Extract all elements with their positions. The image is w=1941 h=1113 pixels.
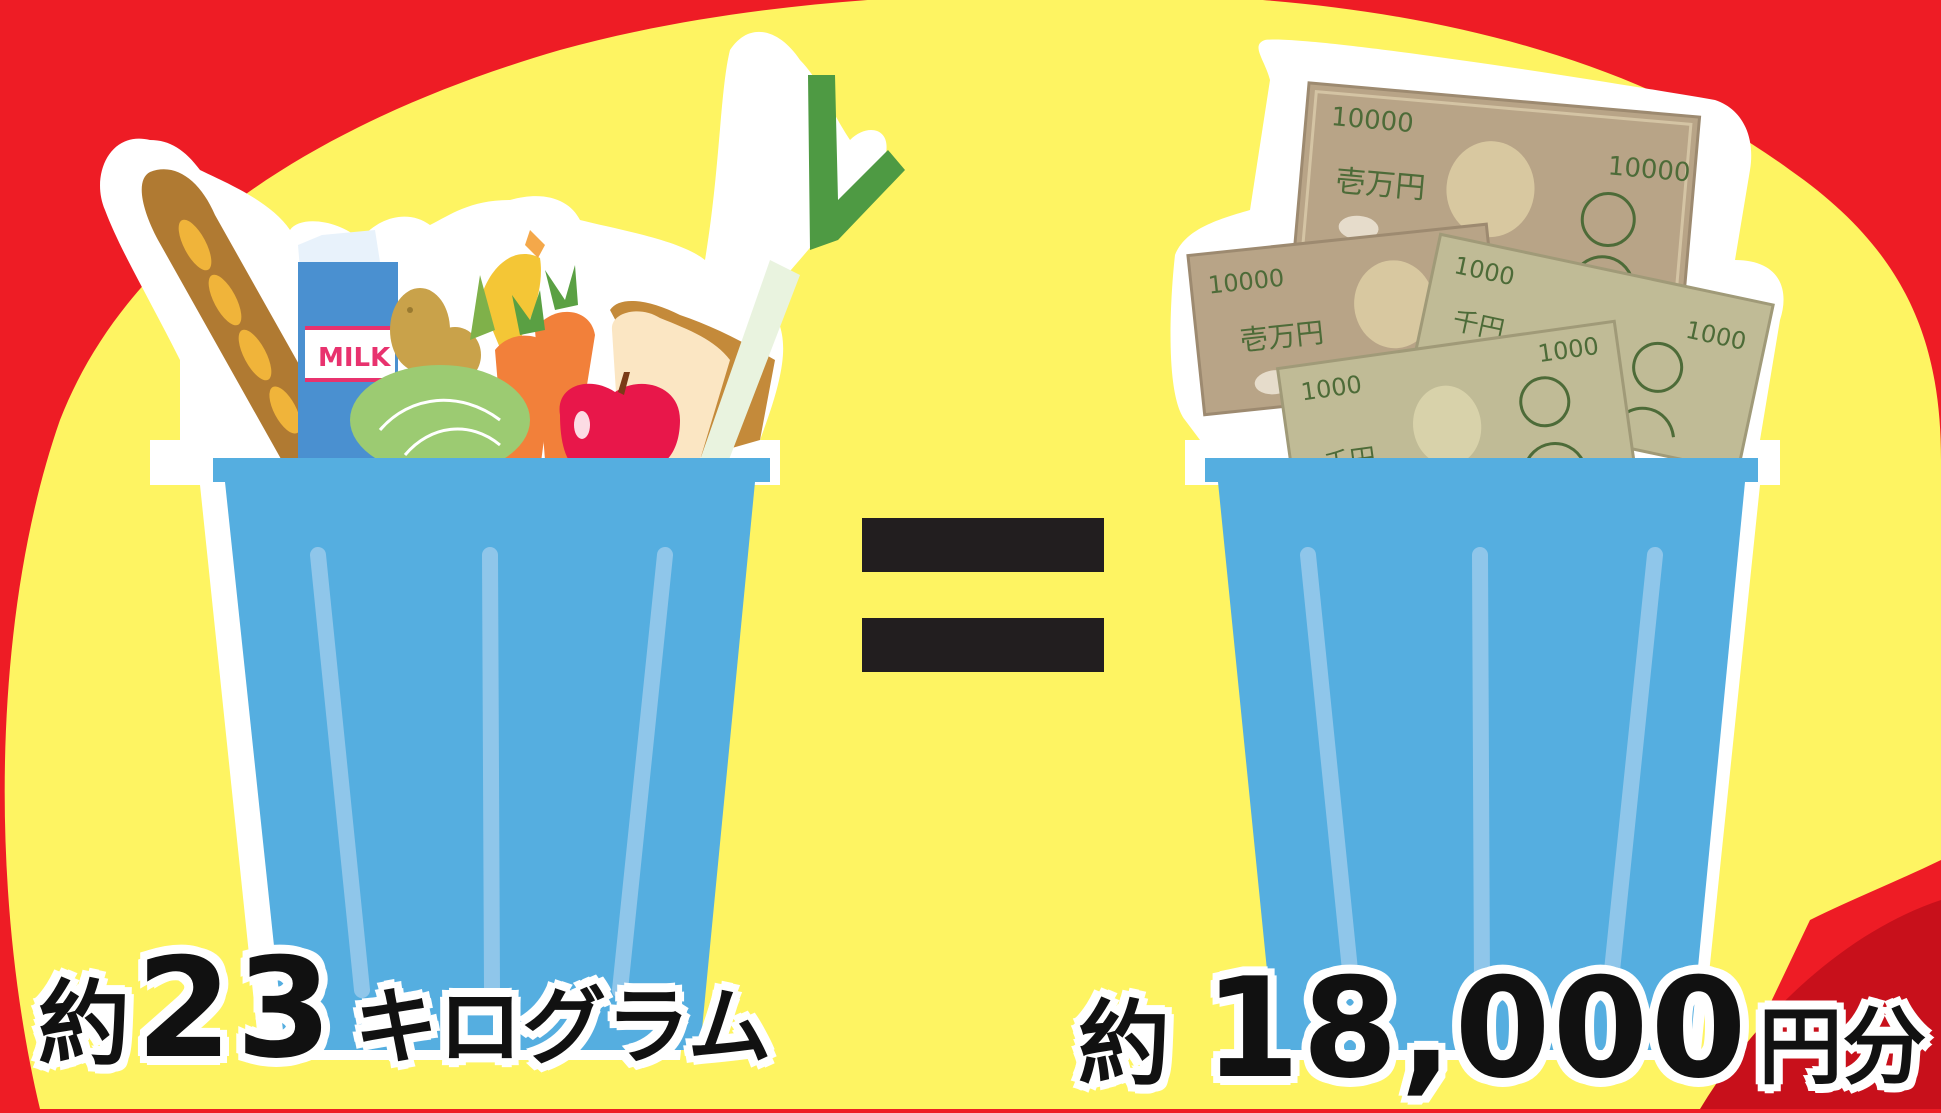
left-bin-group: MILK — [100, 31, 905, 1061]
right-bin-group: 10000 10000 壱万円 10000 壱万円 1000 1000 — [1170, 39, 1784, 1060]
equals-sign-icon — [862, 518, 1104, 672]
baguette-icon — [141, 169, 350, 475]
trash-bin-icon — [213, 458, 770, 1050]
note-text-label: 壱万円 — [1334, 164, 1427, 207]
right-caption-unit: 円分 — [1758, 998, 1927, 1096]
note-value-label: 10000 — [1607, 151, 1692, 188]
left-caption-unit: キログラム — [354, 978, 772, 1076]
apple-icon — [559, 372, 680, 470]
left-caption-amount: 23 — [136, 928, 337, 1089]
right-caption-prefix: 約 — [1078, 991, 1171, 1098]
milk-label: MILK — [318, 343, 391, 373]
corn-icon — [470, 230, 545, 360]
green-onion-icon — [700, 75, 905, 470]
cabbage-icon — [350, 365, 530, 475]
trash-bin-icon — [1205, 458, 1758, 1050]
right-caption-amount: 18,000 — [1204, 948, 1749, 1109]
red-corner-accent — [1700, 700, 1941, 1109]
left-caption-prefix: 約 — [38, 971, 131, 1078]
note-value-label: 10000 — [1330, 102, 1415, 139]
